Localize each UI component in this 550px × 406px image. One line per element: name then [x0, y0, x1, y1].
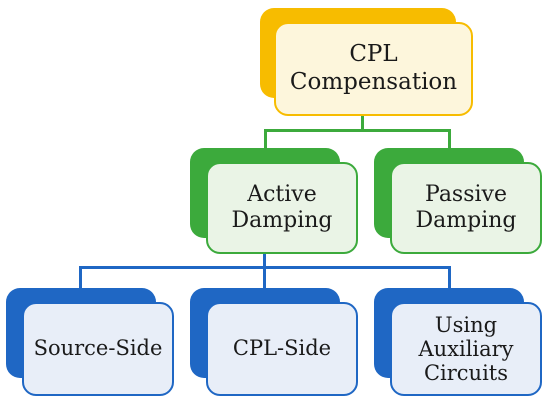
- connector-level2-horizontal: [264, 129, 450, 132]
- node-label: CPL Compensation: [289, 41, 458, 95]
- node-label: Active Damping: [231, 181, 333, 233]
- connector-source-drop: [79, 266, 82, 288]
- node-label: Source-Side: [33, 336, 163, 361]
- connector-active-drop: [264, 129, 267, 148]
- connector-root-down: [361, 116, 364, 131]
- node-label: Passive Damping: [415, 181, 517, 233]
- connector-active-down: [263, 252, 266, 268]
- node-label: CPL-Side: [232, 336, 332, 361]
- connector-cpl-drop: [263, 266, 266, 288]
- connector-auxiliary-drop: [448, 266, 451, 288]
- node-label: Using Auxiliary Circuits: [418, 312, 514, 386]
- connector-passive-drop: [448, 129, 451, 148]
